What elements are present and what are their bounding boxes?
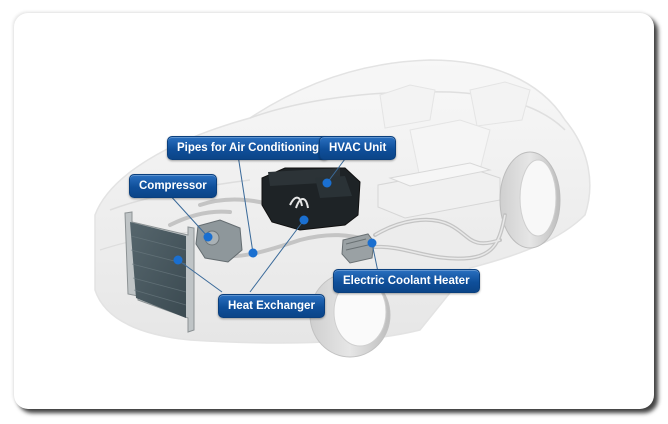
hvac-lower-marker [299, 215, 309, 225]
rear-wheel [499, 151, 561, 249]
heat-exchanger-marker [173, 255, 183, 265]
coolant-heater-marker [367, 238, 377, 248]
label-compressor: Compressor [129, 174, 217, 198]
battery-pack [377, 162, 501, 219]
hvac-marker [322, 178, 332, 188]
label-heat-exchanger: Heat Exchanger [218, 294, 325, 318]
hvac-unit [261, 167, 361, 231]
label-electric-coolant-heater: Electric Coolant Heater [333, 269, 480, 293]
pipes-marker [248, 248, 258, 258]
car-cutaway-illustration [94, 59, 591, 358]
compressor-marker [203, 232, 213, 242]
label-hvac-unit: HVAC Unit [319, 136, 397, 160]
coolant-heater-unit [341, 233, 375, 264]
image-frame: Pipes for Air Conditioning HVAC Unit Com… [14, 13, 654, 409]
front-wheel [309, 272, 391, 358]
radiator [124, 211, 195, 333]
label-pipes-for-air-conditioning: Pipes for Air Conditioning [167, 136, 330, 160]
marker-dots [173, 178, 377, 265]
